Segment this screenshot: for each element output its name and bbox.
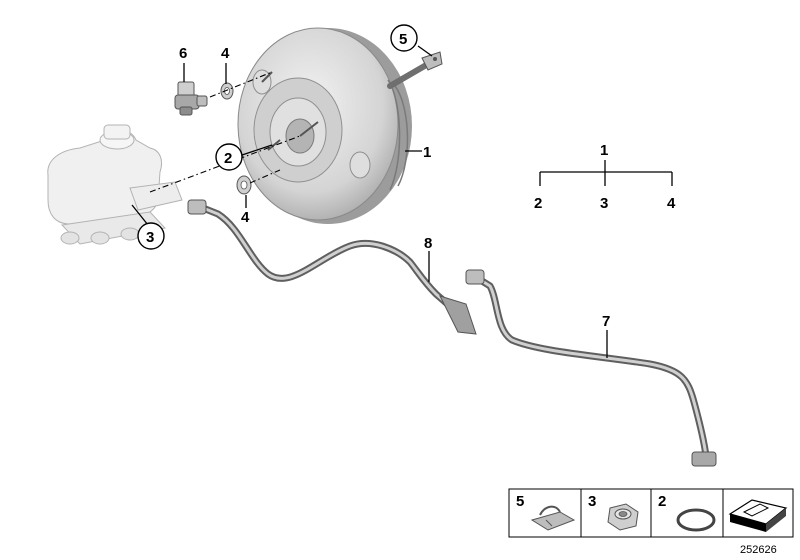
callout-nut: 3 (146, 229, 154, 246)
tree-child-3: 4 (667, 195, 676, 212)
tree-child-2: 3 (600, 195, 608, 212)
vacuum-sensor (174, 81, 208, 116)
legend-num-clip: 5 (516, 493, 524, 510)
legend-num-oring: 2 (658, 493, 666, 510)
vacuum-line-short (187, 199, 477, 335)
callout-clip-rod: 5 (399, 31, 407, 48)
callout-vacuum-line-long: 7 (602, 313, 610, 330)
tree-child-1: 2 (534, 195, 542, 212)
legend-num-nut: 3 (588, 493, 596, 510)
master-cylinder-reservoir (47, 124, 183, 245)
brake-booster (237, 27, 443, 224)
diagram-id: 252626 (740, 544, 777, 556)
arrow-sheet-icon (728, 499, 788, 532)
legend-strip: 5 3 2 (508, 488, 794, 538)
o-ring-icon (676, 508, 716, 532)
callout-vacuum-line-short: 8 (424, 235, 432, 252)
hex-nut-icon (607, 503, 639, 531)
callout-washer-bottom: 4 (241, 209, 250, 226)
assembly-tree: 1 2 3 4 (534, 142, 676, 212)
tree-parent: 1 (600, 142, 608, 159)
spring-clip-icon (530, 505, 576, 531)
vacuum-line-long (465, 269, 717, 467)
callout-sensor: 6 (179, 45, 187, 62)
callout-seal-ring: 2 (224, 150, 232, 167)
callout-washer-top: 4 (221, 45, 230, 62)
callout-booster: 1 (423, 144, 431, 161)
